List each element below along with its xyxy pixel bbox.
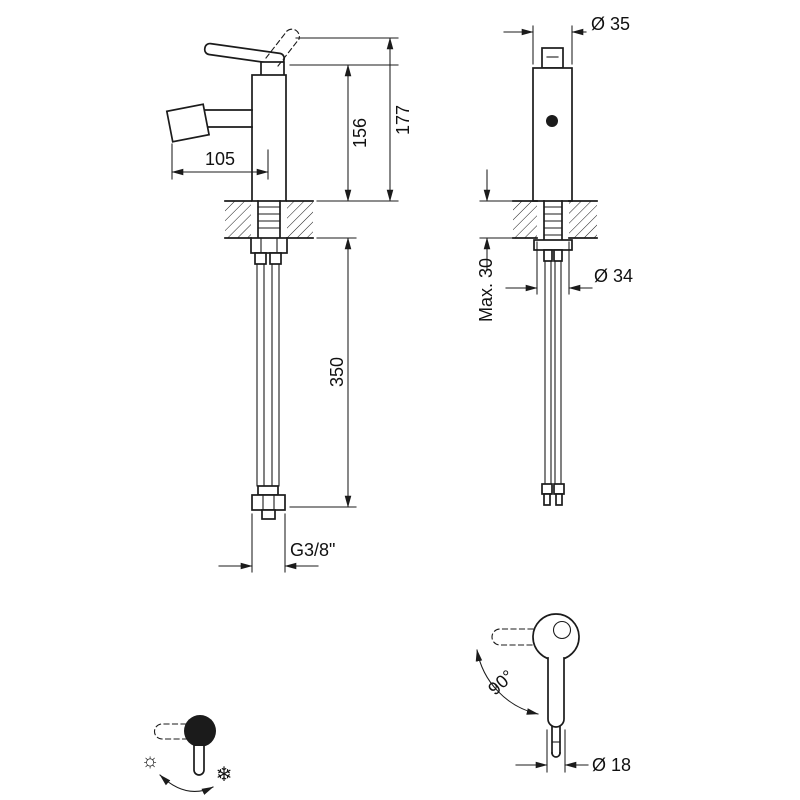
- handle-knob: [184, 715, 216, 747]
- dim-90deg-label: 90°: [484, 666, 518, 699]
- dimension-hole-diameter: Ø 34: [505, 241, 633, 295]
- handle-rotated-outline: [491, 628, 534, 646]
- front-view: Ø 35 Max. 30 Ø 34: [476, 14, 633, 506]
- hot-sun-icon: ☼: [141, 750, 159, 772]
- spout: [165, 103, 253, 143]
- dimension-hose-length: 350: [289, 237, 357, 508]
- dimension-spout-height: 156: [344, 64, 370, 202]
- handle-lever-raised-outline: [265, 28, 300, 67]
- supply-hoses: [256, 263, 280, 487]
- faucet-body-front: [532, 67, 573, 202]
- side-view: 105 156 177 350 G3/8": [165, 28, 413, 573]
- dim-177-label: 177: [393, 105, 413, 135]
- dim-105-label: 105: [205, 149, 235, 169]
- dimension-rotation: 90°: [475, 649, 539, 715]
- mixing-direction-arrow: [159, 774, 214, 795]
- handle-knob-stem: [193, 745, 205, 776]
- dimension-thread: G3/8": [218, 513, 335, 573]
- handle-top-view: 90° Ø 18: [475, 613, 631, 775]
- deck-section-front: [512, 200, 598, 239]
- handle-front: [541, 47, 564, 69]
- dim-d35-label: Ø 35: [591, 14, 630, 34]
- handle-pin-circle: [552, 620, 572, 640]
- spout-outlet-dot: [546, 115, 558, 127]
- dimension-top-diameter: Ø 35: [503, 14, 630, 65]
- cold-snowflake-icon: ❄: [216, 764, 233, 786]
- dim-156-label: 156: [350, 118, 370, 148]
- dimension-handle-diameter: Ø 18: [515, 729, 631, 775]
- faucet-body: [251, 74, 287, 202]
- cartridge-cap: [260, 61, 285, 77]
- dimension-deck-thickness: Max. 30: [476, 169, 513, 322]
- handle-lever: [203, 42, 286, 66]
- dim-d18-label: Ø 18: [592, 755, 631, 775]
- threaded-shank-front: [543, 200, 563, 241]
- mounting-bracket: [533, 239, 573, 262]
- handle-stem: [551, 726, 561, 758]
- dim-d34-label: Ø 34: [594, 266, 633, 286]
- dim-max30-label: Max. 30: [476, 258, 496, 322]
- dimension-spout-reach: 105: [171, 143, 269, 180]
- dim-350-label: 350: [327, 357, 347, 387]
- temperature-icon: ☼ ❄: [141, 715, 233, 795]
- hose-connector: [251, 485, 286, 520]
- aerator: [165, 103, 211, 143]
- deck-section: [224, 200, 314, 239]
- handle-alt-position-outline: [154, 723, 187, 740]
- dim-thread-label: G3/8": [290, 540, 335, 560]
- handle-lever-top: [547, 657, 565, 728]
- fixing-nut: [250, 237, 288, 265]
- handle-base-circle: [532, 613, 580, 661]
- supply-hoses-front: [541, 260, 565, 506]
- dimension-total-height: 177: [386, 37, 413, 202]
- threaded-shank: [257, 200, 281, 239]
